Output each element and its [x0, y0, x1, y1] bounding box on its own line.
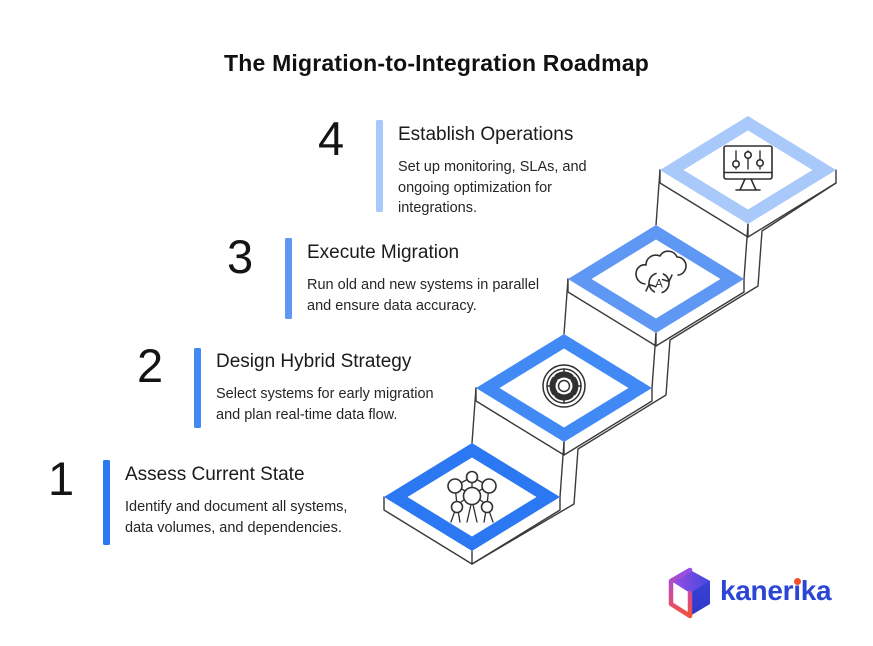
diamond-ring	[568, 225, 744, 333]
hub-wheel-icon	[542, 364, 586, 408]
step-accent-bar	[194, 348, 201, 428]
brand-logo: kanerıka	[666, 567, 856, 625]
step-number: 2	[137, 339, 164, 392]
step-number: 4	[318, 112, 345, 165]
step-accent-bar	[376, 120, 383, 212]
step-description: Identify and document all systems, data …	[125, 499, 348, 536]
diamond-ring	[476, 334, 652, 442]
logo-text: kanerıka	[720, 575, 832, 606]
svg-text:A: A	[655, 279, 663, 291]
step-title: Execute Migration	[307, 242, 460, 263]
step-title: Assess Current State	[125, 464, 305, 485]
step-accent-bar	[285, 238, 292, 319]
network-nodes-icon	[447, 470, 497, 523]
step-diamond-4	[660, 116, 836, 224]
step-number: 3	[227, 230, 254, 283]
diamond-ring	[660, 116, 836, 224]
page-title: The Migration-to-Integration Roadmap	[223, 50, 649, 76]
monitor-controls-icon	[723, 145, 773, 191]
step-title: Establish Operations	[398, 124, 574, 145]
step-accent-bar	[103, 460, 110, 545]
staircase-lines	[383, 169, 837, 565]
step-description: Select systems for early migration and p…	[216, 386, 434, 423]
step-description: Set up monitoring, SLAs, and ongoing opt…	[398, 159, 587, 216]
step-description: Run old and new systems in parallel and …	[307, 277, 540, 314]
diamond-ring	[384, 443, 560, 551]
cloud-sync-icon: A	[635, 250, 687, 297]
logo-cube-icon	[668, 567, 710, 619]
logo-i-dot	[794, 578, 801, 585]
step-title: Design Hybrid Strategy	[216, 351, 412, 372]
step-number: 1	[48, 452, 75, 505]
